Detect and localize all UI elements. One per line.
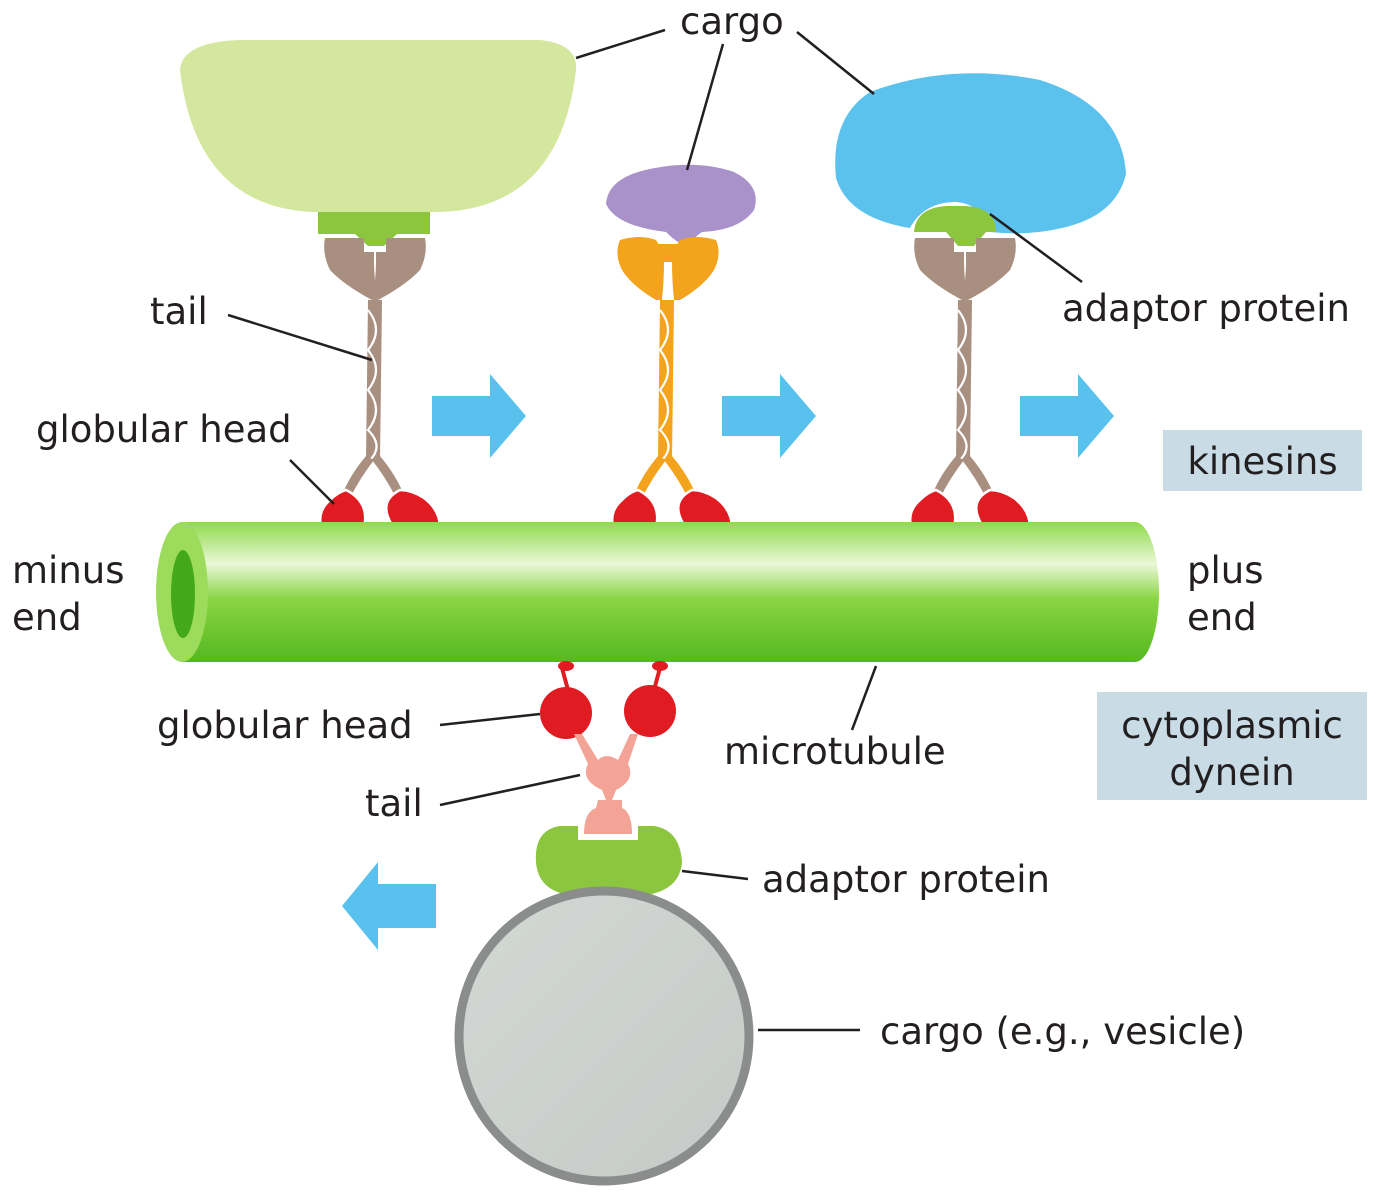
cargo-vesicle xyxy=(454,886,754,1186)
arrow-right-3 xyxy=(1020,374,1114,458)
tail-hook-k1 xyxy=(324,238,378,300)
tail-hook-k3 xyxy=(914,238,968,300)
label-minus-end-2: end xyxy=(12,596,82,639)
label-tail-bottom: tail xyxy=(365,782,423,825)
label-adaptor-protein-bottom: adaptor protein xyxy=(762,858,1050,901)
kinesin-motor-3 xyxy=(909,206,1032,533)
leader-globular-head-top xyxy=(289,459,335,505)
arrow-right-1 xyxy=(432,374,526,458)
label-plus-end-1: plus xyxy=(1187,549,1264,592)
kinesin-motor-2 xyxy=(611,237,734,533)
kinesins-box xyxy=(1163,430,1362,491)
leader-tail-top xyxy=(227,313,373,362)
leader-microtubule xyxy=(850,665,878,731)
leader-globular-head-bottom xyxy=(439,712,541,727)
globular-head-dynein-left xyxy=(540,687,592,739)
label-plus-end-2: end xyxy=(1187,596,1257,639)
dynein-motor xyxy=(535,661,682,896)
label-cargo-vesicle: cargo (e.g., vesicle) xyxy=(880,1010,1245,1053)
label-minus-end-1: minus xyxy=(12,549,125,592)
tail-hook-k2 xyxy=(617,237,664,300)
cytoplasmic-dynein-box xyxy=(1097,692,1367,800)
label-cargo: cargo xyxy=(680,0,784,43)
leader-adaptor-bottom xyxy=(681,869,749,881)
cargo-green-bowl xyxy=(180,40,577,212)
label-microtubule: microtubule xyxy=(724,730,946,773)
cargo-purple xyxy=(606,164,756,248)
label-tail-top: tail xyxy=(150,290,208,333)
adaptor-protein-k3 xyxy=(914,206,996,232)
adaptor-protein-k1 xyxy=(318,212,430,234)
kinesin-motor-1 xyxy=(318,212,442,533)
adaptor-protein-dynein xyxy=(535,826,682,896)
leader-adaptor-top xyxy=(989,212,1083,284)
label-globular-head-top: globular head xyxy=(36,408,292,451)
microtubule xyxy=(156,522,1159,662)
label-globular-head-bottom: globular head xyxy=(157,704,413,747)
label-adaptor-protein-top: adaptor protein xyxy=(1062,287,1350,330)
leader-cargo-blue xyxy=(796,31,875,95)
tail-dynein xyxy=(574,734,638,800)
arrow-right-2 xyxy=(722,374,816,458)
leader-tail-bottom xyxy=(439,773,581,807)
cargo-blue xyxy=(835,73,1126,234)
arrow-left xyxy=(342,862,436,950)
box-label-kinesins: kinesins xyxy=(1187,440,1337,483)
leader-cargo-purple xyxy=(685,43,725,171)
box-label-cytoplasmic: cytoplasmic xyxy=(1121,704,1343,747)
globular-head-dynein-right xyxy=(624,685,676,737)
box-label-dynein: dynein xyxy=(1169,751,1294,794)
leader-cargo-green xyxy=(575,28,666,60)
